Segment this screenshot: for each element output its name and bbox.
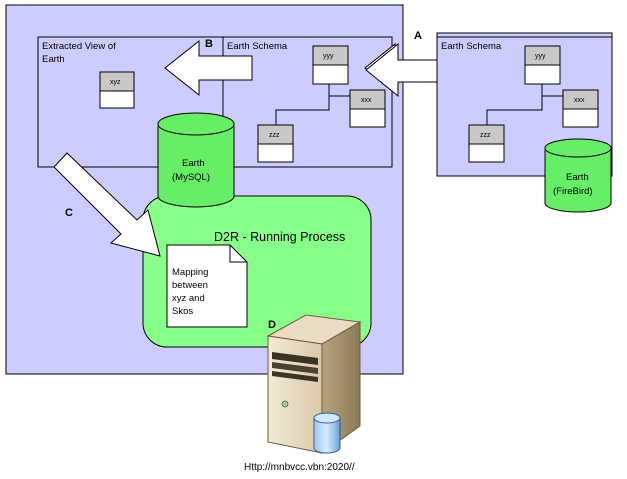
arrow-a-label: A [414,30,422,42]
mysql-db-line2: (MySQL) [172,172,210,183]
table-xyz-label: xyz [110,79,121,86]
arrow-b [164,39,253,97]
local-table-zzz-label: zzz [269,132,280,139]
remote-table-xxx-label: xxx [574,97,585,104]
server-icon [266,314,362,454]
local-table-zzz: zzz [257,124,294,163]
extracted-view-title-line1: Extracted View of [42,41,116,52]
arrow-c-label: C [65,207,73,219]
d2r-title: D2R - Running Process [214,230,345,244]
remote-table-yyy: yyy [524,45,561,85]
remote-schema-title: Earth Schema [441,41,502,52]
mysql-db-line1: Earth [182,158,205,169]
remote-schema-box [436,36,613,177]
firebird-database-cylinder: Earth (FireBird) [544,138,612,213]
firebird-db-line1: Earth [566,172,589,183]
mapping-doc-line3: xyz and [172,293,205,304]
mapping-document: Mapping between xyz and Skos [166,244,248,328]
mapping-doc-line4: Skos [172,306,193,317]
label-d: D [268,319,276,331]
remote-table-yyy-label: yyy [535,53,546,60]
remote-table-zzz-label: zzz [480,132,491,139]
arrow-b-label: B [205,38,213,50]
local-table-xxx-label: xxx [361,97,372,104]
local-table-xxx: xxx [349,89,386,128]
table-xyz: xyz [99,71,135,109]
firebird-db-line2: (FireBird) [553,186,593,197]
arrow-c [53,152,161,257]
extracted-view-title-line2: Earth [42,54,65,65]
server-url: Http://mnbvcc.vbn:2020// [244,462,355,473]
mapping-doc-line2: between [172,280,208,291]
mysql-database-cylinder: Earth (MySQL) [157,112,235,208]
remote-connector-yyy-zzz [486,96,543,125]
local-schema-title: Earth Schema [227,41,288,52]
local-connector-yyy-zzz [275,96,330,125]
remote-table-zzz: zzz [468,124,505,163]
mapping-doc-line1: Mapping [172,267,208,278]
remote-table-xxx: xxx [562,89,599,128]
local-table-yyy: yyy [312,45,349,85]
arrow-a-body [365,42,438,98]
local-table-yyy-label: yyy [323,53,334,60]
